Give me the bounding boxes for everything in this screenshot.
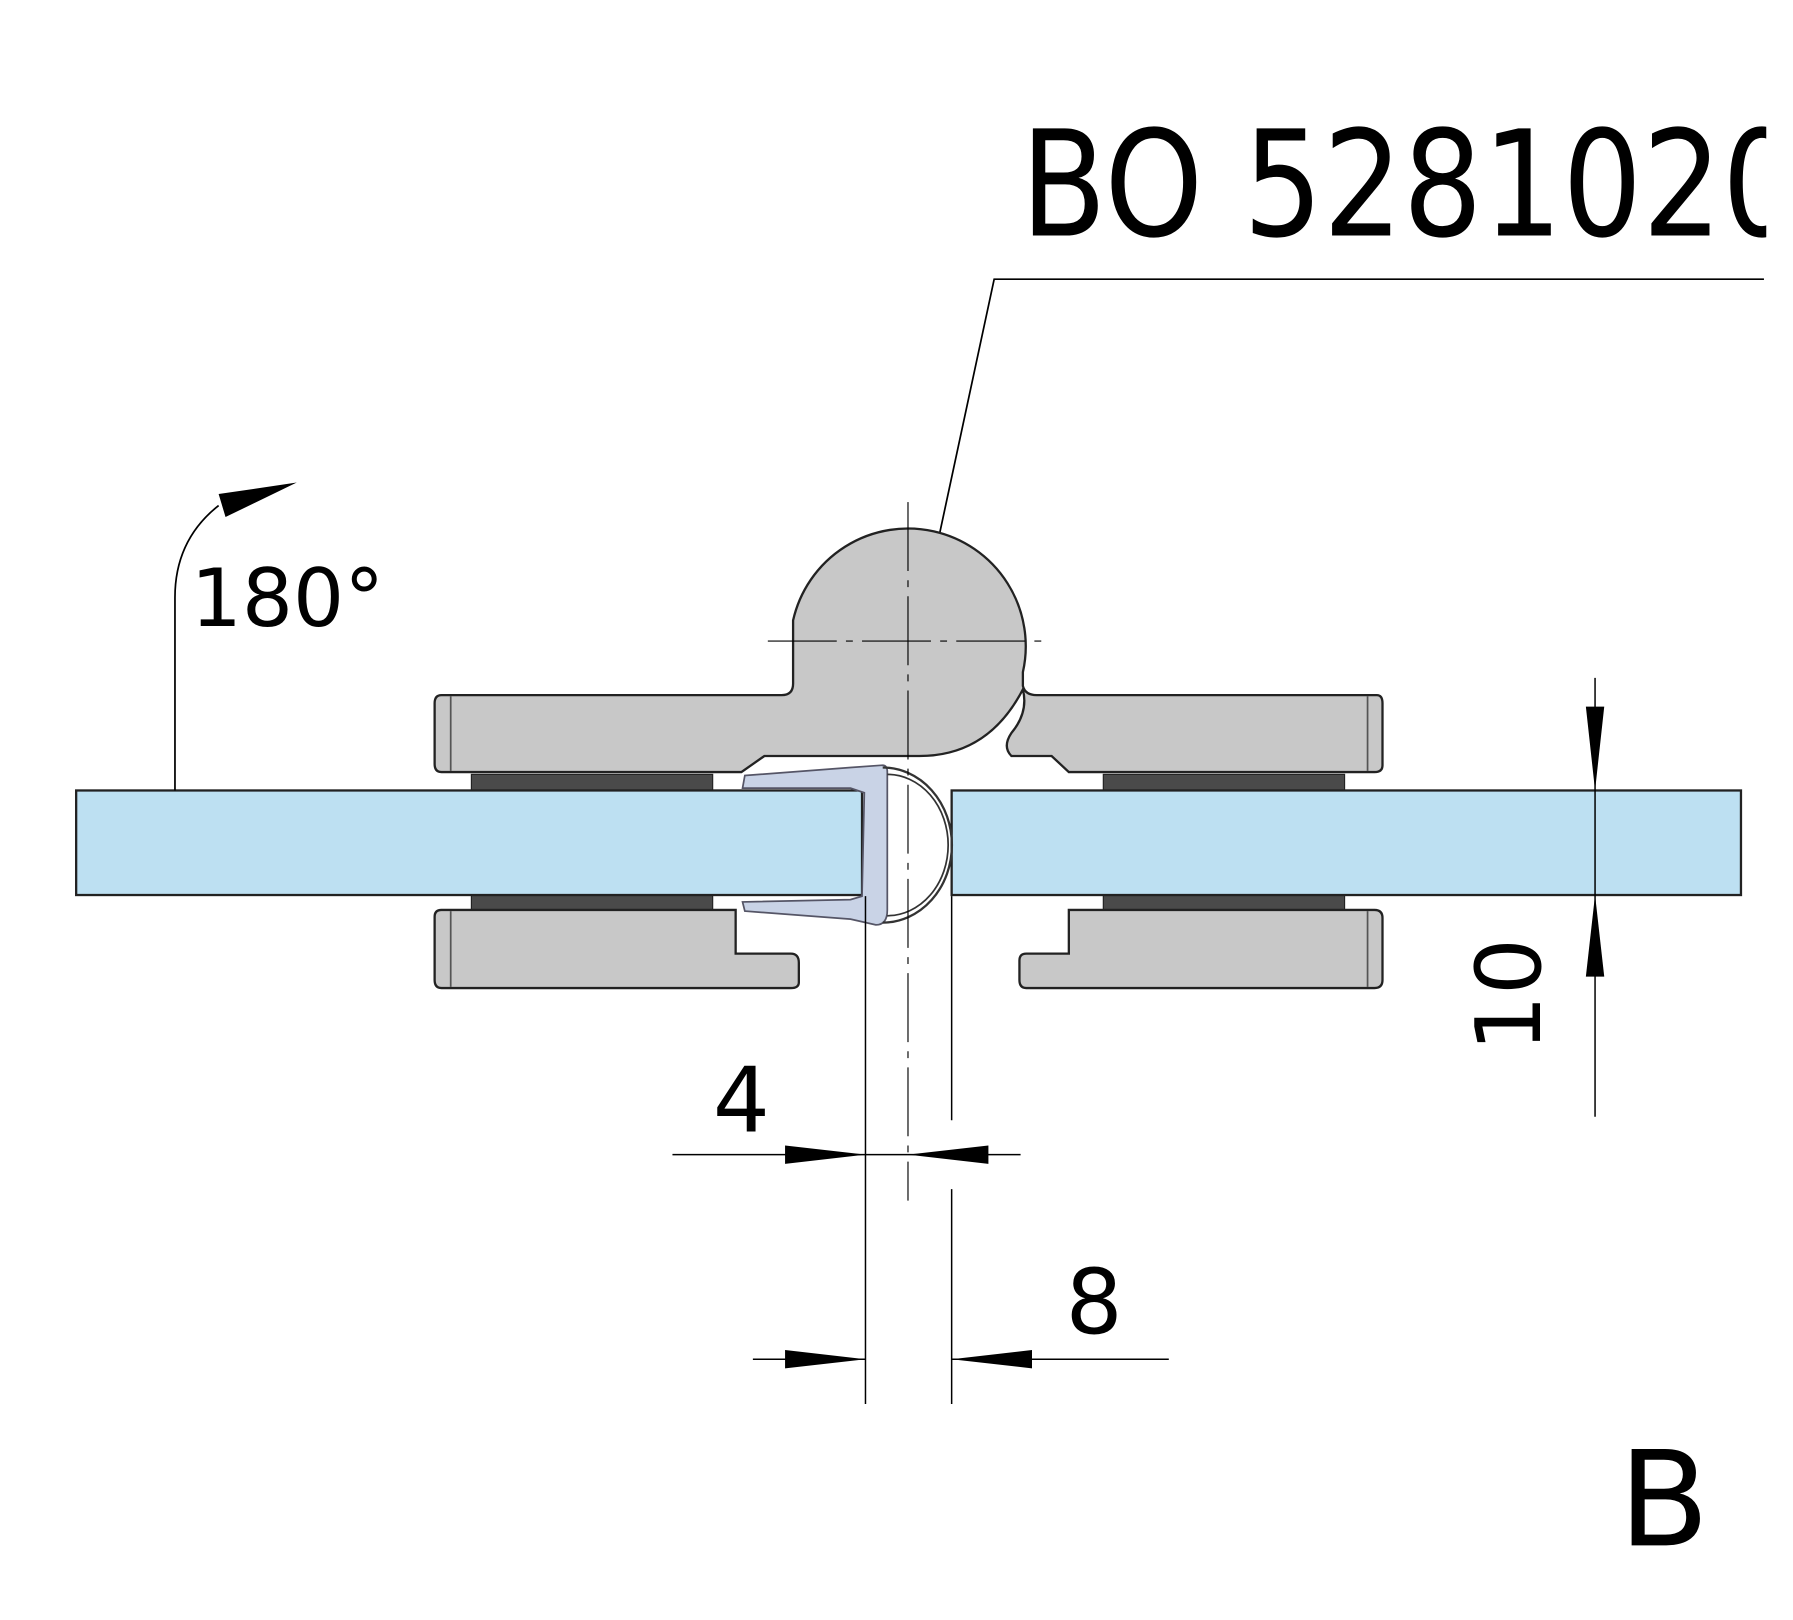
rotation-angle-label: 180° xyxy=(191,551,385,645)
dimension-4-label: 4 xyxy=(713,1050,770,1154)
dimension-glass-gap: 8 xyxy=(752,1251,1169,1369)
part-number-label: BO 5281020 xyxy=(1021,99,1793,271)
gaskets xyxy=(470,773,1346,911)
seal-profile xyxy=(741,764,954,926)
lower-clamp-plates xyxy=(433,908,1384,990)
dimension-seal-offset: 4 xyxy=(672,1050,1021,1164)
center-lines xyxy=(767,502,1049,1201)
right-glass-panel xyxy=(950,789,1743,897)
rotation-arrow: 180° xyxy=(174,482,385,791)
dimension-8-label: 8 xyxy=(1066,1251,1123,1355)
dimension-glass-thickness: 10 xyxy=(1458,706,1605,1052)
dimension-10-label: 10 xyxy=(1458,938,1562,1052)
left-glass-panel xyxy=(75,789,864,897)
view-label: B xyxy=(1619,1423,1710,1577)
